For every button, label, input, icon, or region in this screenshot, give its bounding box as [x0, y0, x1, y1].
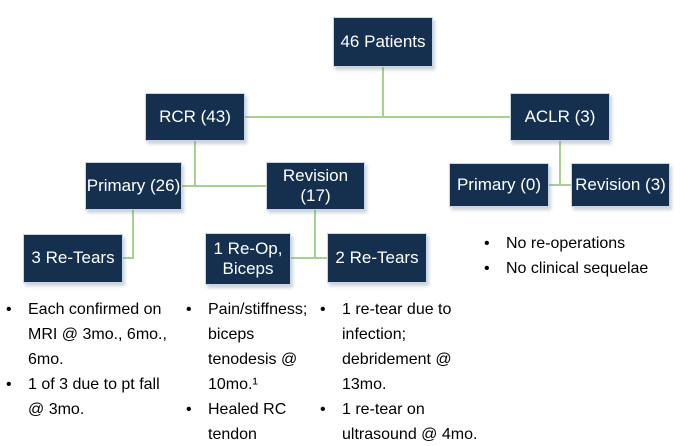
node-aclr-primary: Primary (0)	[449, 163, 549, 207]
connector-rcr-aclr	[245, 116, 510, 118]
node-1-reop-biceps: 1 Re-Op, Biceps	[205, 233, 291, 285]
note-text: Pain/stiffness; biceps tenodesis @ 10mo.…	[208, 301, 308, 393]
node-rcr: RCR (43)	[145, 93, 245, 141]
connector-aclr-primary-revision	[549, 184, 571, 186]
connector-to-retears3	[123, 257, 134, 259]
node-label: 1 Re-Op, Biceps	[213, 238, 283, 278]
list-item: • 1 of 3 due to pt fall @ 3mo.	[6, 372, 171, 422]
node-rcr-primary: Primary (26)	[85, 162, 182, 210]
list-item: • Pain/stiffness; biceps tenodesis @ 10m…	[186, 297, 314, 397]
bullet-icon: •	[6, 301, 12, 318]
bullet-icon: •	[484, 235, 490, 252]
node-label: Revision (3)	[575, 174, 666, 194]
node-aclr: ACLR (3)	[510, 93, 610, 141]
note-text: Each confirmed on MRI @ 3mo., 6mo., 6mo.	[28, 301, 167, 368]
node-2-retears: 2 Re-Tears	[327, 233, 427, 283]
notes-1-reop-biceps: • Pain/stiffness; biceps tenodesis @ 10m…	[186, 297, 314, 446]
list-item: • 1 re-tear on ultrasound @ 4mo.	[320, 397, 490, 446]
node-label: Revision (17)	[282, 165, 349, 205]
node-label: 2 Re-Tears	[335, 247, 419, 267]
bullet-icon: •	[186, 301, 192, 318]
list-item: • Each confirmed on MRI @ 3mo., 6mo., 6m…	[6, 297, 171, 372]
node-46-patients: 46 Patients	[333, 17, 433, 67]
connector-patients-down	[382, 67, 384, 117]
node-label: 3 Re-Tears	[31, 248, 115, 268]
note-text: No re-operations	[506, 235, 626, 252]
node-label: ACLR (3)	[524, 106, 596, 126]
bullet-icon: •	[186, 401, 192, 418]
node-label: 46 Patients	[340, 31, 426, 51]
list-item: • 1 re-tear due to infection; debridemen…	[320, 297, 490, 397]
bullet-icon: •	[320, 401, 326, 418]
notes-3-retears: • Each confirmed on MRI @ 3mo., 6mo., 6m…	[6, 297, 171, 422]
connector-primary26-down	[132, 210, 134, 259]
list-item: • Healed RC tendon	[186, 397, 314, 446]
list-item: • No re-operations	[484, 231, 689, 256]
node-label: Primary (0)	[456, 174, 542, 194]
list-item: • No clinical sequelae	[484, 256, 689, 281]
note-text: 1 re-tear due to infection; debridement …	[342, 301, 452, 393]
bullet-icon: •	[320, 301, 326, 318]
bullet-icon: •	[484, 260, 490, 277]
connector-rcr-down	[194, 141, 196, 187]
node-3-retears: 3 Re-Tears	[23, 234, 123, 283]
note-text: No clinical sequelae	[506, 260, 649, 277]
connector-primary-revision	[182, 185, 266, 187]
node-label: Primary (26)	[86, 175, 181, 195]
note-text: 1 re-tear on ultrasound @ 4mo.	[342, 401, 478, 443]
notes-aclr: • No re-operations • No clinical sequela…	[484, 231, 689, 281]
connector-revision17-down	[314, 210, 316, 259]
node-rcr-revision: Revision (17)	[266, 162, 365, 210]
note-text: Healed RC tendon	[208, 401, 287, 443]
connector-aclr-down	[559, 141, 561, 186]
node-aclr-revision: Revision (3)	[571, 163, 670, 207]
notes-2-retears: • 1 re-tear due to infection; debridemen…	[320, 297, 490, 446]
node-label: RCR (43)	[159, 106, 231, 126]
connector-reop-retears2	[291, 257, 327, 259]
note-text: 1 of 3 due to pt fall @ 3mo.	[28, 376, 160, 418]
bullet-icon: •	[6, 376, 12, 393]
